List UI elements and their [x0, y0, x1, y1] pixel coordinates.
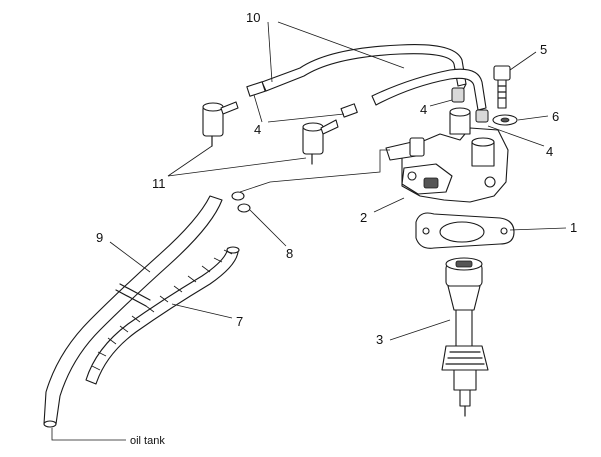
callout-1: 1: [570, 220, 577, 235]
elbow-fitting-11-right: [302, 119, 339, 165]
leader-lines: [51, 21, 567, 441]
callout-8: 8: [286, 246, 293, 261]
bolt-5: [493, 65, 511, 109]
hose-9: [43, 195, 223, 428]
drive-shaft-3: [441, 257, 489, 417]
callout-5: 5: [540, 42, 547, 57]
callout-4-right: 4: [546, 144, 553, 159]
callout-6: 6: [552, 109, 559, 124]
callout-4-middle: 4: [420, 102, 427, 117]
callout-7: 7: [236, 314, 243, 329]
oil-tank-label: oil tank: [130, 435, 165, 447]
clip-8: [231, 191, 251, 213]
hose-clamp: [115, 283, 151, 307]
washer-6: [492, 114, 518, 126]
gasket-1: [415, 212, 515, 249]
callout-2: 2: [360, 210, 367, 225]
oil-pump-body-2: [385, 107, 509, 203]
callout-10: 10: [246, 10, 260, 25]
tube-10: [261, 44, 487, 111]
spring-guard-7: [85, 246, 240, 385]
hose-connectors-4: [246, 81, 489, 123]
callout-3: 3: [376, 332, 383, 347]
callout-labels: 10 5 4 4 6 4 11 2 1 9 8 7 3 oil tank: [96, 10, 577, 447]
callout-11: 11: [152, 176, 166, 191]
callout-4-left: 4: [254, 122, 261, 137]
callout-9: 9: [96, 230, 103, 245]
elbow-fitting-11-left: [202, 101, 239, 147]
